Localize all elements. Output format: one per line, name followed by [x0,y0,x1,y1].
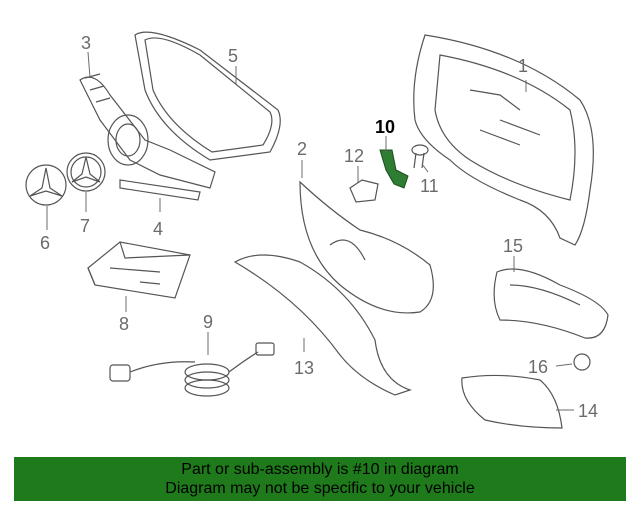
part-8-camera-housing [87,241,191,299]
callout-12: 12 [344,146,364,166]
parts-diagram: 1 2 3 4 5 6 7 8 9 10 11 12 13 14 15 16 [25,31,609,429]
callout-13: 13 [294,358,314,378]
callout-15: 15 [503,236,523,256]
part-4-trim-strip [119,179,201,201]
callout-10: 10 [375,117,395,137]
part-12-clip [349,179,379,203]
banner-line-2: Diagram may not be specific to your vehi… [165,480,475,497]
callout-4: 4 [153,219,163,239]
callout-2: 2 [297,139,307,159]
part-6-emblem [25,164,67,206]
part-16-plug [573,353,591,371]
banner-line-1: Part or sub-assembly is #10 in diagram [181,461,459,478]
part-10-bracket-highlighted [379,149,409,189]
part-15-side-trim [493,268,609,339]
callout-9: 9 [203,312,213,332]
part-5-grille-frame [134,31,281,161]
part-9-harness [109,342,275,397]
callout-7: 7 [80,216,90,236]
callout-3: 3 [81,33,91,53]
part-13-lower-mesh [233,254,412,396]
part-1-grille-carrier [413,34,594,246]
info-banner: Part or sub-assembly is #10 in diagram D… [14,457,626,501]
part-3-upper-grille-trim [79,73,216,189]
callout-11: 11 [420,176,439,196]
callout-16: 16 [528,357,548,377]
callout-5: 5 [228,46,238,66]
part-11-screw [411,144,429,169]
callout-1: 1 [518,56,528,76]
part-2-grille-insert [299,180,434,314]
callout-6: 6 [40,233,50,253]
callout-8: 8 [119,314,129,334]
callout-14: 14 [578,401,598,421]
part-7-emblem [66,152,106,192]
leader-lines [46,51,574,411]
part-14-lamp-mesh [461,374,563,429]
callout-labels: 1 2 3 4 5 6 7 8 9 10 11 12 13 14 15 16 [40,33,598,421]
